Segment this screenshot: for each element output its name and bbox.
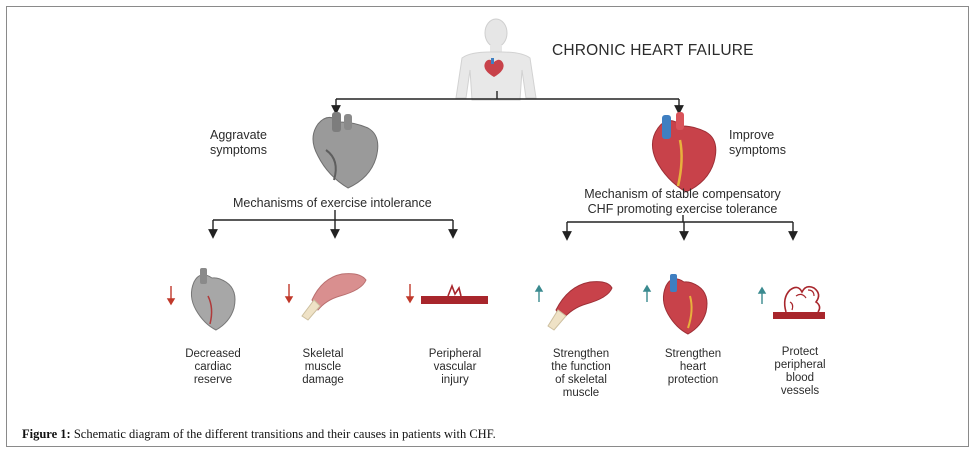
page-title: CHRONIC HEART FAILURE bbox=[552, 42, 754, 59]
leaf-label-protect-peripheral-blood-vessels: Protect peripheral blood vessels bbox=[745, 346, 855, 398]
leaf-label-strengthen-heart-protection: Strengthen heart protection bbox=[638, 348, 748, 387]
leaf-line: protection bbox=[667, 374, 719, 386]
capillary-network-icon bbox=[773, 285, 825, 319]
aggravate-label-line2: symptoms bbox=[210, 143, 267, 157]
down-arrow-icon bbox=[166, 286, 176, 306]
leaf-line: muscle bbox=[304, 361, 342, 373]
left-mechanism-connector bbox=[208, 210, 458, 239]
leaf-line: Skeletal bbox=[302, 348, 344, 360]
leaf-line: vessels bbox=[780, 385, 820, 397]
leaf-line: cardiac bbox=[194, 361, 232, 373]
muscle-icon bbox=[301, 273, 367, 321]
leaf-label-decreased-cardiac-reserve: Decreased cardiac reserve bbox=[158, 348, 268, 387]
figure-frame bbox=[6, 6, 969, 447]
leaf-line: Strengthen bbox=[664, 348, 722, 360]
right-mechanism-line1: Mechanism of stable compensatory bbox=[584, 187, 781, 201]
caption-text: Schematic diagram of the different trans… bbox=[70, 427, 496, 441]
leaf-label-strengthen-skeletal-muscle: Strengthen the function of skeletal musc… bbox=[526, 348, 636, 400]
right-mechanism-label: Mechanism of stable compensatory CHF pro… bbox=[560, 187, 805, 217]
leaf-line: vascular bbox=[433, 361, 477, 373]
up-arrow-icon bbox=[534, 284, 544, 302]
heart-icon bbox=[662, 274, 708, 335]
leaf-line: heart bbox=[679, 361, 707, 373]
muscle-icon bbox=[547, 281, 613, 331]
aggravate-label-line1: Aggravate bbox=[210, 128, 267, 142]
down-arrow-icon bbox=[284, 284, 294, 304]
leaf-line: Decreased bbox=[185, 348, 241, 360]
leaf-label-skeletal-muscle-damage: Skeletal muscle damage bbox=[268, 348, 378, 387]
up-arrow-icon bbox=[642, 284, 652, 302]
leaf-line: Strengthen bbox=[552, 348, 610, 360]
right-mechanism-line2: CHF promoting exercise tolerance bbox=[587, 202, 778, 216]
figure-caption: Figure 1: Schematic diagram of the diffe… bbox=[22, 427, 496, 442]
improve-label-line2: symptoms bbox=[729, 143, 786, 157]
leaf-line: Protect bbox=[781, 346, 819, 358]
leaf-line: injury bbox=[441, 374, 469, 386]
caption-prefix: Figure 1: bbox=[22, 427, 71, 441]
right-mechanism-connector bbox=[562, 215, 798, 241]
gray-heart-icon bbox=[312, 112, 379, 189]
small-heart-icon bbox=[484, 58, 504, 77]
leaf-line: reserve bbox=[193, 374, 233, 386]
red-heart-icon bbox=[652, 112, 717, 193]
aggravate-symptoms-label: Aggravate symptoms bbox=[210, 128, 267, 158]
leaf-line: muscle bbox=[562, 387, 600, 399]
up-arrow-icon bbox=[757, 286, 767, 304]
top-connector bbox=[331, 91, 684, 115]
leaf-line: peripheral bbox=[774, 359, 826, 371]
left-mechanism-label: Mechanisms of exercise intolerance bbox=[233, 196, 432, 210]
leaf-line: of skeletal bbox=[555, 374, 607, 386]
leaf-label-peripheral-vascular-injury: Peripheral vascular injury bbox=[400, 348, 510, 387]
leaf-line: Peripheral bbox=[428, 348, 482, 360]
down-arrow-icon bbox=[405, 284, 415, 304]
human-figure-icon bbox=[455, 18, 537, 101]
heart-icon bbox=[190, 268, 236, 331]
leaf-line: the function bbox=[551, 361, 611, 373]
leaf-line: damage bbox=[302, 374, 344, 386]
improve-symptoms-label: Improve symptoms bbox=[729, 128, 786, 158]
improve-label-line1: Improve bbox=[729, 128, 775, 142]
leaf-line: blood bbox=[785, 372, 815, 384]
blood-vessel-icon bbox=[421, 283, 488, 304]
